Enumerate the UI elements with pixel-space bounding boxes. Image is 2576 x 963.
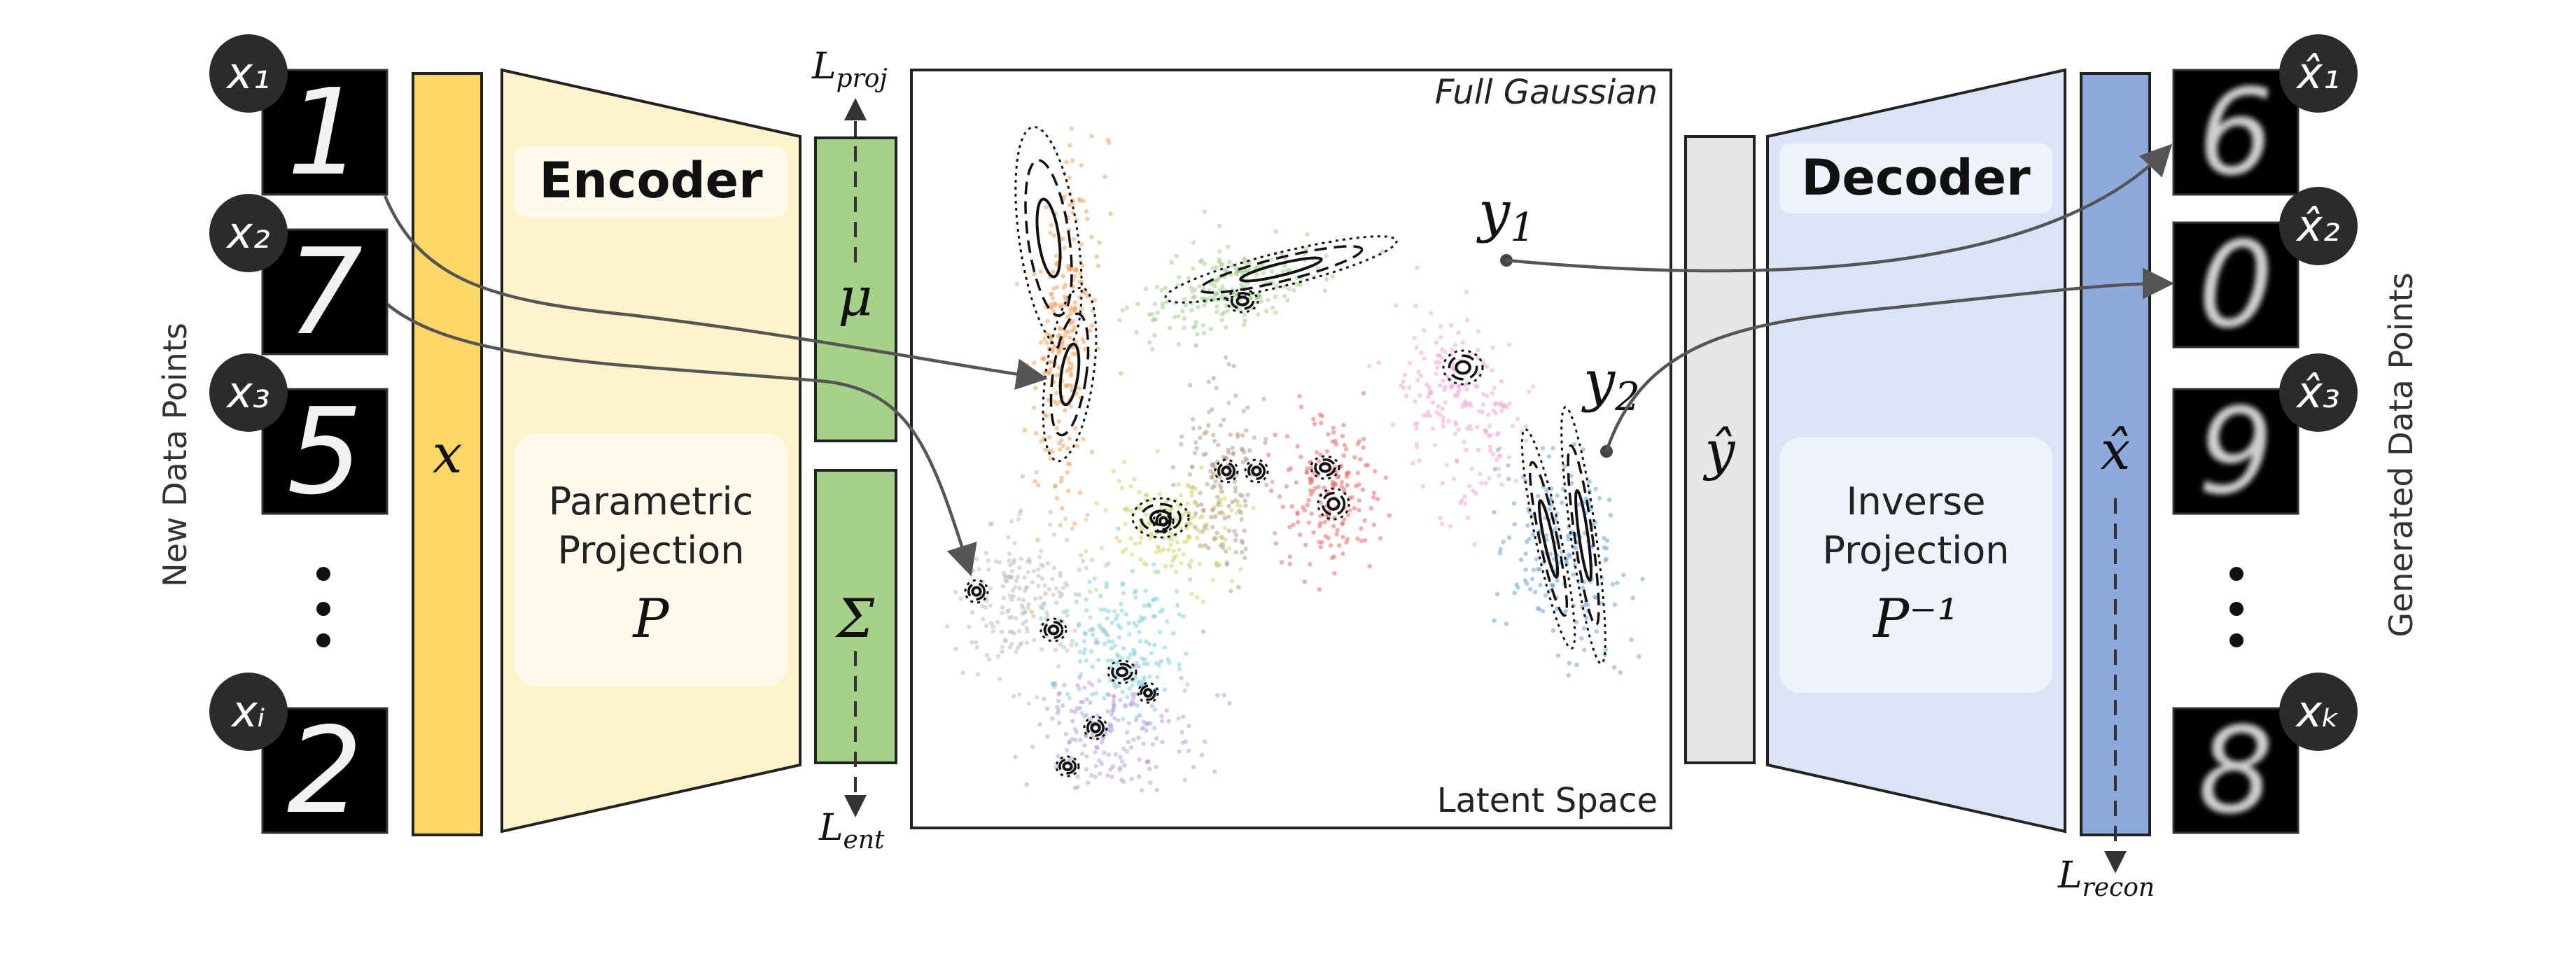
output-digit-badge [2279, 673, 2358, 751]
curve-x2-to-latent [384, 301, 977, 577]
gaussian-contour [1055, 755, 1080, 778]
output-digit-item: 6 x̂₁ [2172, 34, 2358, 202]
latent-space-box [910, 69, 1672, 829]
output-digit-digit: 9 [2198, 383, 2274, 521]
output-digits: 6 x̂₁ 0 x̂₂ 9 x̂₃ 8 xₖ [2172, 34, 2358, 841]
inverse-projection-box [1779, 437, 2052, 693]
gaussian-contour [1040, 617, 1068, 642]
output-digit-digit: 8 [2198, 702, 2274, 841]
input-digit-badge [209, 673, 288, 751]
output-digit-digit: 6 [2198, 64, 2274, 202]
input-digit-digit: 2 [287, 702, 363, 841]
parametric-projection-box [514, 434, 788, 686]
y-hat-bar [1684, 135, 1756, 764]
gaussian-contour [1244, 458, 1269, 484]
output-digit-digit: 0 [2198, 216, 2274, 355]
encoder-title: Encoder [539, 152, 763, 209]
output-digit-image [2172, 221, 2300, 349]
input-ellipsis [316, 567, 330, 647]
latent-space-label: Latent Space [1437, 781, 1658, 820]
inverse-projection-line1: Inverse [1847, 479, 1986, 523]
encoder-title-box [514, 147, 788, 217]
gaussian-contour [1310, 455, 1340, 480]
input-digit-badge [209, 353, 288, 432]
curve-y2-to-output [1604, 267, 2174, 452]
input-digit-digit: 5 [287, 383, 363, 521]
input-digit-badge [209, 194, 288, 272]
inverse-projection-line2: Projection [1822, 528, 2009, 572]
l-ent-label: Lent [818, 807, 885, 855]
gaussian-contour [1137, 682, 1159, 704]
mu-box [814, 136, 897, 442]
output-digit-badge [2279, 187, 2358, 265]
l-recon-label: Lrecon [2057, 855, 2155, 902]
output-digit-badge-label: xₖ [2295, 686, 2340, 737]
output-digit-badge [2279, 353, 2358, 432]
x-hat-symbol: x̂ [2101, 419, 2131, 482]
y-hat-symbol: ŷ [1703, 419, 1736, 482]
x-input-bar [412, 72, 483, 836]
input-digits: 1 x₁ 7 x₂ 5 x₃ 2 xᵢ [209, 34, 388, 841]
latent-cluster [1367, 265, 1536, 547]
gaussian-contour [1520, 428, 1576, 650]
gaussian-contour [1560, 406, 1606, 665]
mu-symbol: μ [838, 265, 872, 328]
input-digit-badge [209, 34, 288, 113]
input-digit-badge-label: x₁ [225, 48, 270, 99]
parametric-projection-line2: Projection [557, 528, 744, 572]
input-digit-item: 7 x₂ [209, 194, 388, 362]
input-digit-digit: 7 [287, 223, 363, 362]
output-digit-image [2172, 388, 2300, 515]
parametric-projection-line1: Parametric [549, 479, 753, 523]
output-digit-item: 8 xₖ [2172, 673, 2358, 841]
input-digit-item: 1 x₁ [209, 34, 388, 202]
input-digit-badge-label: x₂ [225, 207, 270, 258]
latent-cluster [1170, 343, 1278, 634]
input-digit-badge-label: x₃ [225, 367, 270, 418]
decoder-title-box [1779, 143, 2052, 213]
y1-label: y1 [1476, 179, 1535, 251]
output-digit-image [2172, 707, 2300, 834]
gaussian-contour [964, 579, 989, 604]
output-ellipsis [2230, 567, 2244, 647]
latent-cluster [945, 470, 1126, 706]
gaussian-contour [1226, 288, 1259, 314]
latent-cluster [1266, 391, 1392, 592]
gaussian-contour [1317, 487, 1350, 521]
output-digit-item: 0 x̂₂ [2172, 187, 2358, 355]
input-digit-badge-label: xᵢ [230, 686, 265, 737]
output-digit-item: 9 x̂₃ [2172, 353, 2358, 521]
parametric-projection-symbol: P [631, 587, 670, 649]
gaussian-contour [1442, 349, 1484, 386]
gaussian-contour [1214, 458, 1239, 484]
inverse-projection-symbol: P⁻¹ [1872, 587, 1959, 649]
curve-y1-to-output [1506, 143, 2173, 273]
curve-x1-to-latent [383, 195, 1048, 391]
output-digit-badge-label: x̂₃ [2295, 367, 2340, 418]
gaussian-contours [964, 125, 1606, 778]
decoder-title: Decoder [1801, 149, 2031, 206]
gaussian-contour [1164, 235, 1398, 304]
l-proj-label: Lproj [811, 45, 888, 93]
gaussian-contour [1107, 659, 1138, 684]
output-digit-badge-label: x̂₂ [2295, 200, 2340, 251]
full-gaussian-label: Full Gaussian [1435, 73, 1658, 112]
sigma-symbol: Σ [834, 587, 875, 649]
output-digit-badge-label: x̂₁ [2295, 48, 2340, 99]
gaussian-contour [1152, 509, 1175, 534]
output-digit-image [2172, 69, 2300, 196]
input-digit-item: 2 xᵢ [209, 673, 388, 841]
input-digit-digit: 1 [287, 64, 363, 202]
output-digit-badge [2279, 34, 2358, 113]
input-digit-item: 5 x₃ [209, 353, 388, 521]
x-symbol: x [433, 423, 463, 485]
gaussian-contour [1083, 715, 1108, 740]
